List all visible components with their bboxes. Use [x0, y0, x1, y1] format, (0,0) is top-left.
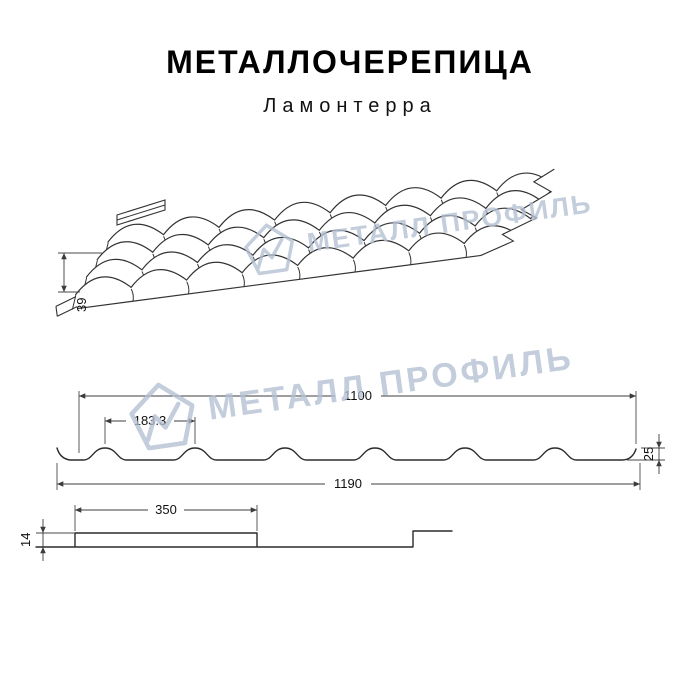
dim-label-25: 25	[641, 447, 656, 461]
dim-module-length: 350	[74, 502, 258, 531]
dim-label-14: 14	[18, 533, 33, 547]
torn-edge	[480, 168, 555, 256]
profile-outline	[56, 447, 637, 461]
header: МЕТАЛЛОЧЕРЕПИЦА Ламонтерра	[0, 44, 700, 118]
step-outline	[35, 530, 453, 548]
barge-board-line	[116, 204, 166, 221]
dim-wave-pitch: 183.3	[104, 413, 196, 444]
dim-label-350: 350	[155, 502, 177, 517]
cross-section-drawing: 1100 183.3 25 1190	[56, 388, 665, 492]
dim-eave-height: 39	[58, 252, 102, 312]
eave-strip	[55, 296, 78, 317]
page-subtitle: Ламонтерра	[263, 95, 437, 117]
dim-label-183: 183.3	[134, 413, 167, 428]
dim-label-1100: 1100	[344, 388, 372, 403]
step-profile-drawing: 350 14	[18, 502, 453, 561]
dim-profile-height: 25	[627, 434, 665, 474]
dim-full-width: 1190	[56, 463, 641, 492]
dim-label-1190: 1190	[334, 476, 362, 491]
roof-perspective-drawing: 39	[55, 160, 566, 320]
dim-label-39: 39	[74, 298, 89, 312]
roof-bottom-edge	[77, 254, 484, 310]
page-title: МЕТАЛЛОЧЕРЕПИЦА	[166, 44, 534, 80]
dim-step-height: 14	[18, 519, 75, 561]
